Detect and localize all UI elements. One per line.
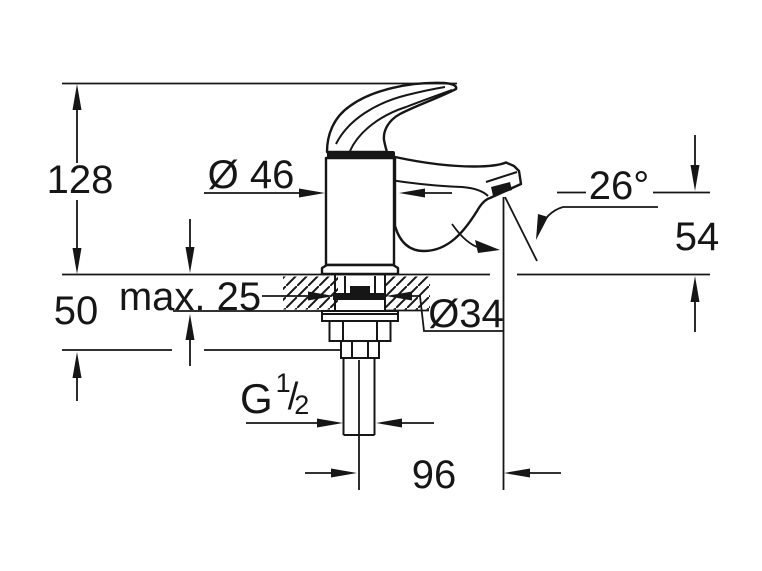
- mounting-nut-facets: [342, 321, 378, 341]
- washer-bar: [333, 293, 385, 300]
- spout-outline: [393, 155, 523, 253]
- dimension-54: 54: [675, 135, 720, 332]
- handle-lever: [325, 81, 458, 154]
- dimension-128: 128: [47, 84, 114, 274]
- dimension-50: 50: [54, 289, 99, 401]
- dimension-96: 96: [305, 453, 561, 497]
- label-50: 50: [54, 289, 99, 333]
- faucet-body: [324, 156, 396, 267]
- aerator-outlet-face: [491, 182, 512, 196]
- dimension-dia46: Ø 46: [204, 153, 452, 198]
- base-flange: [320, 263, 400, 276]
- washer-plate: [321, 310, 399, 322]
- label-dia34: Ø34: [428, 292, 504, 336]
- handle-joint-band: [327, 151, 395, 158]
- lock-nut: [340, 340, 380, 359]
- mounting-hardware: [283, 275, 430, 490]
- label-26deg: 26°: [589, 164, 650, 208]
- dimension-max25: max. 25: [119, 219, 261, 366]
- dimension-angle26: 26°: [451, 164, 710, 253]
- aerator-step-line: [485, 171, 518, 183]
- faucet-outline: [320, 81, 523, 276]
- handle-crease-2: [349, 89, 453, 152]
- lock-nut-facets: [351, 341, 369, 358]
- handle-crease-1: [335, 86, 446, 145]
- label-54: 54: [675, 215, 720, 259]
- drain-rod-cap: [350, 286, 370, 293]
- label-dia46: Ø 46: [208, 153, 295, 197]
- mounting-nut: [328, 320, 392, 342]
- dimension-dia34: Ø34: [262, 291, 504, 336]
- angle-slant-line: [504, 196, 538, 262]
- label-96: 96: [412, 453, 457, 497]
- label-max25: max. 25: [119, 275, 261, 319]
- reference-lines: [62, 82, 710, 490]
- label-128: 128: [47, 158, 114, 202]
